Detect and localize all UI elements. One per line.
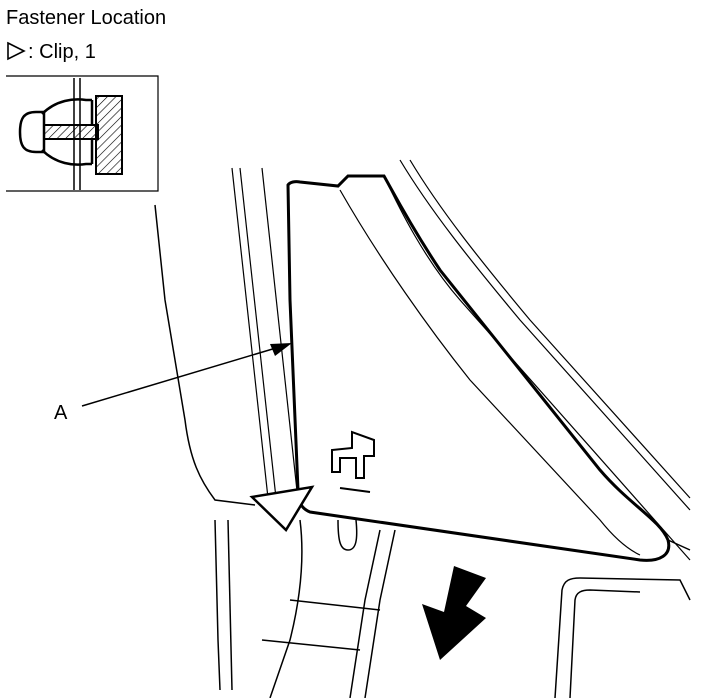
clip-triangle-icon <box>7 41 26 61</box>
clip-icon <box>331 430 375 493</box>
leader-line-a <box>81 343 292 407</box>
legend-separator: : <box>28 41 34 63</box>
figure-title-text: Fastener Location <box>6 7 167 29</box>
lower-structure <box>214 519 691 698</box>
legend-text: Clip, 1 <box>39 41 96 63</box>
fastener-legend: : Clip, 1 <box>6 40 96 64</box>
clip-triangle-icon <box>249 485 315 532</box>
trim-panel-a <box>286 159 691 562</box>
figure-title: Fastener Location <box>6 6 166 30</box>
removal-direction-arrow-icon <box>422 566 486 660</box>
pillar-body <box>154 167 299 506</box>
callout-label-a: A <box>54 402 68 424</box>
clip-cross-section-icon <box>6 75 159 192</box>
